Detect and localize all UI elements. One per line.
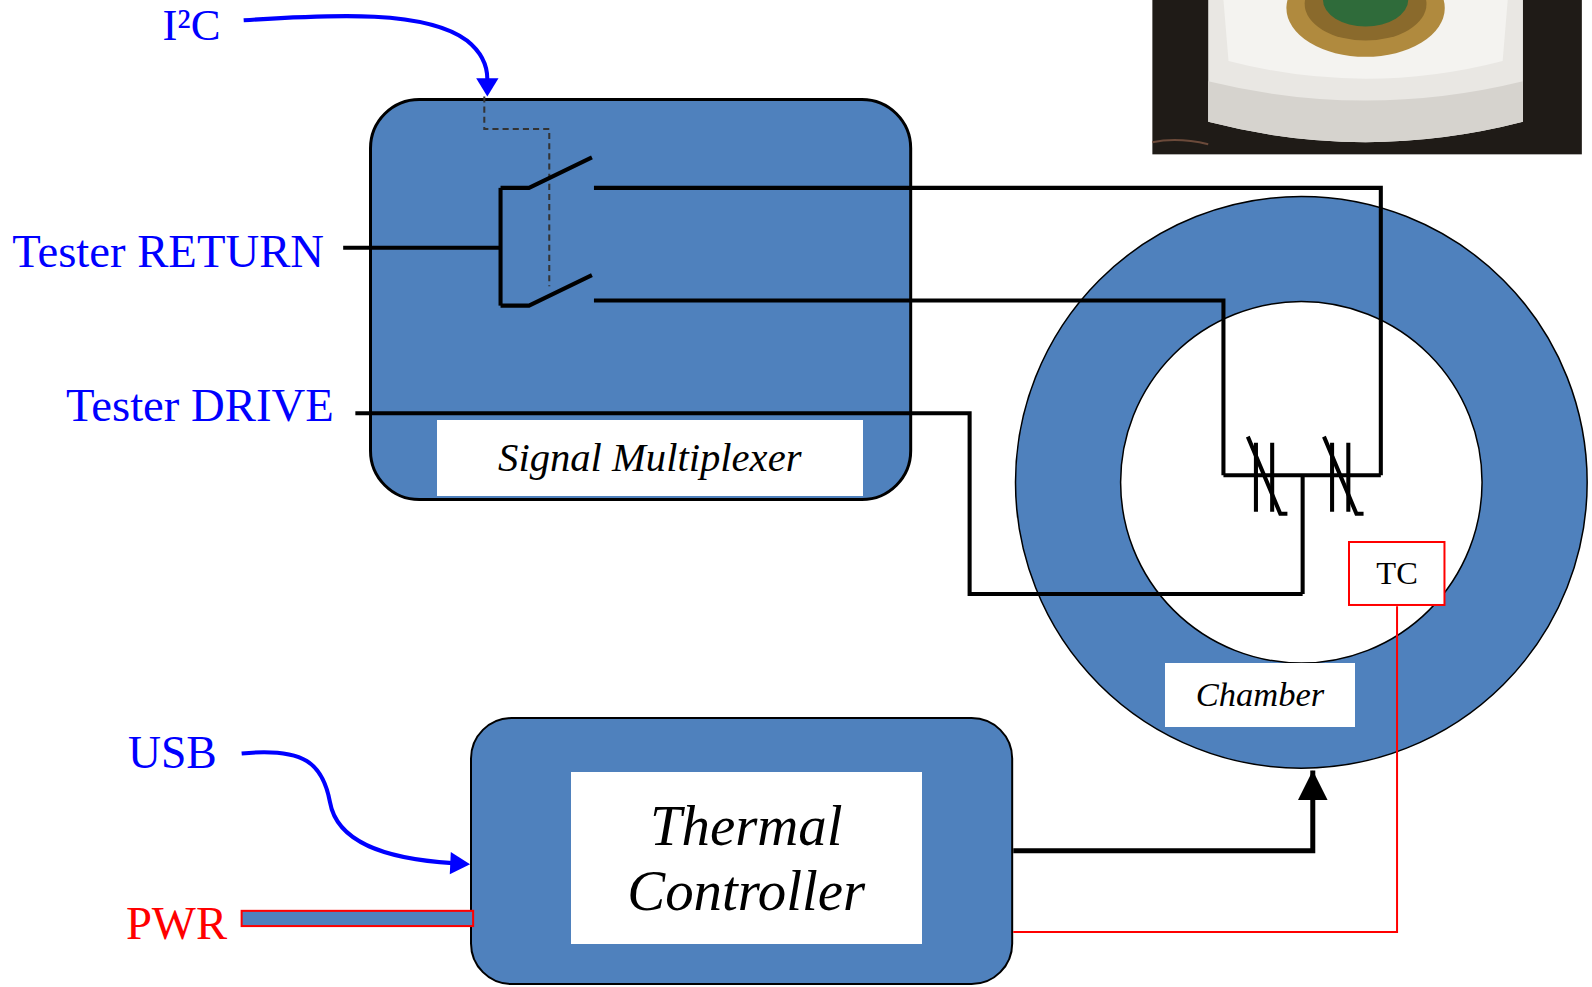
chamber-ring: Chamber TC xyxy=(1014,195,1589,770)
usb-arrow xyxy=(242,752,453,863)
power-label: PWR xyxy=(126,897,227,951)
switch-bus xyxy=(499,188,503,306)
photo-brass-inner xyxy=(1305,0,1427,41)
photo-circuit-board xyxy=(1323,0,1408,26)
photo-wire xyxy=(1152,140,1208,144)
node-title: Signal Multiplexer xyxy=(437,420,863,496)
signal-label: Tester RETURN xyxy=(12,225,324,279)
usb-arrow-head xyxy=(450,852,470,874)
bus-label: I²C xyxy=(162,0,220,51)
multiplexer-box: Signal Multiplexer xyxy=(369,98,912,501)
chamber-interior xyxy=(1121,302,1482,663)
multiplexer-box-fill xyxy=(370,100,910,500)
bus-label-holder: I²C xyxy=(162,0,220,51)
photo-brass-ring xyxy=(1286,0,1444,57)
return-wire xyxy=(343,246,500,250)
thermal-controller-box: Thermal Controller xyxy=(470,717,1013,985)
chamber-outer-wall xyxy=(1016,196,1588,768)
photo-cylinder-shade xyxy=(1208,81,1523,142)
i2c-arrow xyxy=(244,16,488,79)
signal-label-holder: Tester RETURN xyxy=(12,225,324,279)
node-title: Thermal Controller xyxy=(571,772,922,945)
signal-label: Tester DRIVE xyxy=(66,379,334,433)
port-label-holder: USB xyxy=(128,727,217,780)
node-title: TC xyxy=(1348,541,1445,606)
drive-junction-wire xyxy=(1301,475,1305,594)
port-label: USB xyxy=(128,727,217,780)
thermocouple-box: TC xyxy=(1348,541,1445,606)
thermal-controller-box-fill xyxy=(471,718,1012,984)
chamber-photo xyxy=(1152,0,1581,154)
node-title: Chamber xyxy=(1165,663,1356,727)
thermocouple-box-fill xyxy=(1349,542,1444,605)
i2c-arrow-head xyxy=(476,78,498,96)
signal-label-holder: Tester DRIVE xyxy=(66,379,334,433)
control-arrow xyxy=(1013,770,1313,850)
power-label-holder: PWR xyxy=(126,897,227,951)
power-cable xyxy=(242,911,473,926)
